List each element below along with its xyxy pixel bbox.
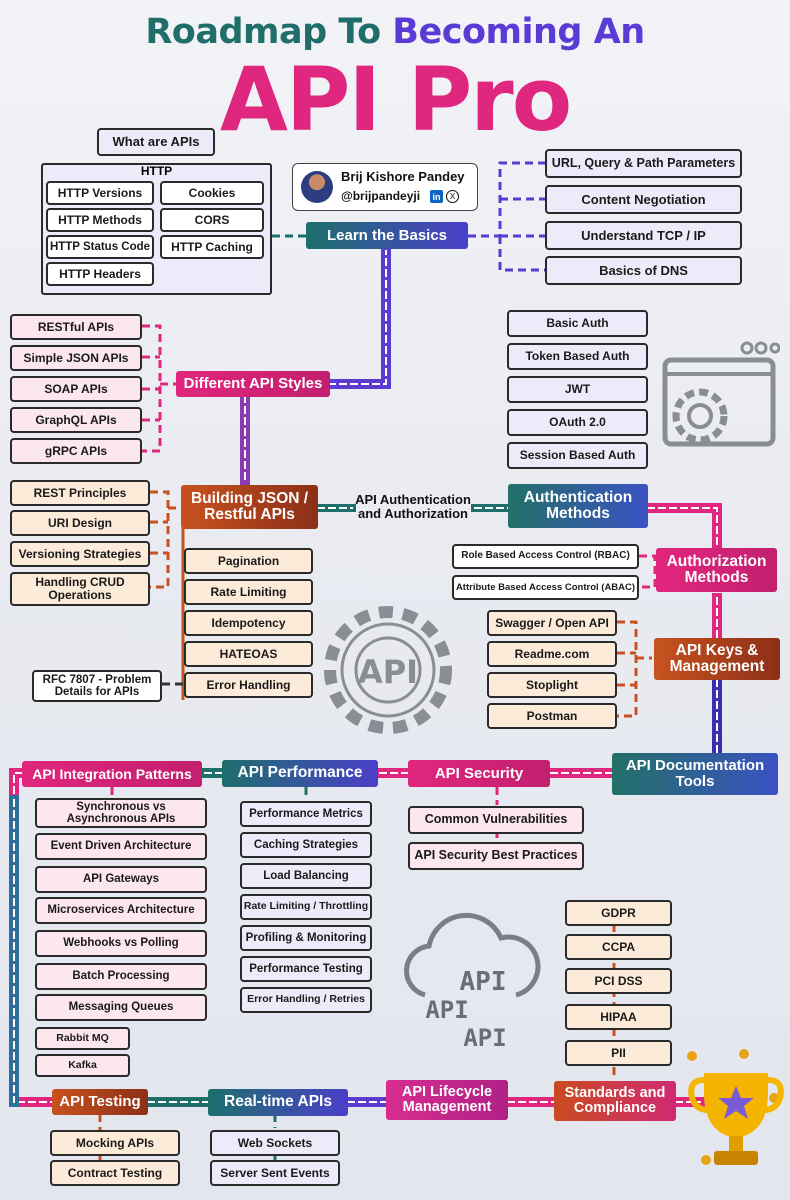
pci-dss-box: PCI DSS: [565, 968, 672, 994]
mocking-apis-box: Mocking APIs: [50, 1130, 180, 1156]
kafka-box: Kafka: [35, 1054, 130, 1077]
integration-patterns-hub: API Integration Patterns: [22, 761, 202, 787]
profiling-monitoring-box: Profiling & Monitoring: [240, 925, 372, 951]
http-versions-box: HTTP Versions: [46, 181, 154, 205]
session-auth-box: Session Based Auth: [507, 442, 648, 469]
idempotency-box: Idempotency: [184, 610, 313, 636]
postman-box: Postman: [487, 703, 617, 729]
api-gateways-box: API Gateways: [35, 866, 207, 893]
gear-browser-icon: [662, 341, 780, 447]
authentication-methods-hub: Authentication Methods: [508, 484, 648, 528]
api-performance-hub: API Performance: [222, 760, 378, 787]
trophy-icon: [687, 1049, 784, 1165]
author-name: Brij Kishore Pandey: [341, 169, 465, 184]
gear-api-icon: API: [324, 606, 452, 734]
gear-api-text: API: [358, 653, 418, 691]
rbac-box: Role Based Access Control (RBAC): [452, 544, 639, 569]
error-handling-retries-box: Error Handling / Retries: [240, 987, 372, 1013]
simple-json-apis-box: Simple JSON APIs: [10, 345, 142, 371]
batch-processing-box: Batch Processing: [35, 963, 207, 990]
ccpa-box: CCPA: [565, 934, 672, 960]
linkedin-icon: in: [430, 190, 443, 203]
url-params-box: URL, Query & Path Parameters: [545, 149, 742, 178]
api-keys-hub: API Keys & Management: [654, 638, 780, 680]
load-balancing-box: Load Balancing: [240, 863, 372, 889]
what-are-apis-box: What are APIs: [97, 128, 215, 156]
hateoas-box: HATEOAS: [184, 641, 313, 667]
api-security-hub: API Security: [408, 760, 550, 787]
basic-auth-box: Basic Auth: [507, 310, 648, 337]
dns-box: Basics of DNS: [545, 256, 742, 285]
pagination-box: Pagination: [184, 548, 313, 574]
oauth-box: OAuth 2.0: [507, 409, 648, 436]
readme-box: Readme.com: [487, 641, 617, 667]
cors-box: CORS: [160, 208, 264, 232]
standards-compliance-hub: Standards and Compliance: [554, 1081, 676, 1121]
sync-async-box: Synchronous vs Asynchronous APIs: [35, 798, 207, 828]
pii-box: PII: [565, 1040, 672, 1066]
cloud-api-text-1: API: [460, 967, 507, 997]
restful-apis-box: RESTful APIs: [10, 314, 142, 340]
http-caching-box: HTTP Caching: [160, 235, 264, 259]
http-methods-box: HTTP Methods: [46, 208, 154, 232]
cookies-box: Cookies: [160, 181, 264, 205]
common-vulnerabilities-box: Common Vulnerabilities: [408, 806, 584, 834]
author-card: Brij Kishore Pandey @brijpandeyji in X: [292, 163, 478, 211]
security-best-practices-box: API Security Best Practices: [408, 842, 584, 870]
tcp-ip-box: Understand TCP / IP: [545, 221, 742, 250]
realtime-apis-hub: Real-time APIs: [208, 1089, 348, 1116]
cloud-api-text-3: API: [463, 1024, 506, 1052]
abac-box: Attribute Based Access Control (ABAC): [452, 575, 639, 600]
page-title-line1: Roadmap To Becoming An: [145, 12, 645, 52]
http-status-code-box: HTTP Status Code: [46, 235, 154, 259]
server-sent-events-box: Server Sent Events: [210, 1160, 340, 1186]
jwt-box: JWT: [507, 376, 648, 403]
cloud-api-icon: API API API: [404, 912, 541, 1052]
caching-strategies-box: Caching Strategies: [240, 832, 372, 858]
performance-testing-box: Performance Testing: [240, 956, 372, 982]
x-icon: X: [446, 190, 459, 203]
author-handle: @brijpandeyji: [341, 189, 421, 203]
documentation-tools-hub: API Documentation Tools: [612, 753, 778, 795]
content-negotiation-box: Content Negotiation: [545, 185, 742, 214]
authorization-methods-hub: Authorization Methods: [656, 548, 777, 592]
uri-design-box: URI Design: [10, 510, 150, 536]
web-sockets-box: Web Sockets: [210, 1130, 340, 1156]
http-title: HTTP: [140, 164, 173, 178]
rate-limiting-box: Rate Limiting: [184, 579, 313, 605]
contract-testing-box: Contract Testing: [50, 1160, 180, 1186]
hipaa-box: HIPAA: [565, 1004, 672, 1030]
rfc7807-box: RFC 7807 - Problem Details for APIs: [32, 670, 162, 702]
microservices-box: Microservices Architecture: [35, 897, 207, 924]
soap-apis-box: SOAP APIs: [10, 376, 142, 402]
gdpr-box: GDPR: [565, 900, 672, 926]
rate-limiting-throttling-box: Rate Limiting / Throttling: [240, 894, 372, 920]
event-driven-box: Event Driven Architecture: [35, 833, 207, 860]
auth-link-label: API Authentication and Authorization: [355, 492, 471, 521]
token-auth-box: Token Based Auth: [507, 343, 648, 370]
rest-principles-box: REST Principles: [10, 480, 150, 506]
error-handling-box: Error Handling: [184, 672, 313, 698]
versioning-box: Versioning Strategies: [10, 541, 150, 567]
learn-basics-hub: Learn the Basics: [306, 222, 468, 249]
cloud-api-text-2: API: [425, 996, 468, 1024]
graphql-apis-box: GraphQL APIs: [10, 407, 142, 433]
building-apis-hub: Building JSON / Restful APIs: [181, 485, 318, 529]
stoplight-box: Stoplight: [487, 672, 617, 698]
page-title-line2: API Pro: [219, 48, 572, 151]
api-testing-hub: API Testing: [52, 1089, 148, 1115]
http-headers-box: HTTP Headers: [46, 262, 154, 286]
api-styles-hub: Different API Styles: [176, 371, 330, 397]
rabbitmq-box: Rabbit MQ: [35, 1027, 130, 1050]
messaging-queues-box: Messaging Queues: [35, 994, 207, 1021]
lifecycle-hub: API Lifecycle Management: [386, 1080, 508, 1120]
swagger-box: Swagger / Open API: [487, 610, 617, 636]
webhooks-polling-box: Webhooks vs Polling: [35, 930, 207, 957]
grpc-apis-box: gRPC APIs: [10, 438, 142, 464]
avatar: [301, 171, 333, 203]
performance-metrics-box: Performance Metrics: [240, 801, 372, 827]
crud-box: Handling CRUD Operations: [10, 572, 150, 606]
